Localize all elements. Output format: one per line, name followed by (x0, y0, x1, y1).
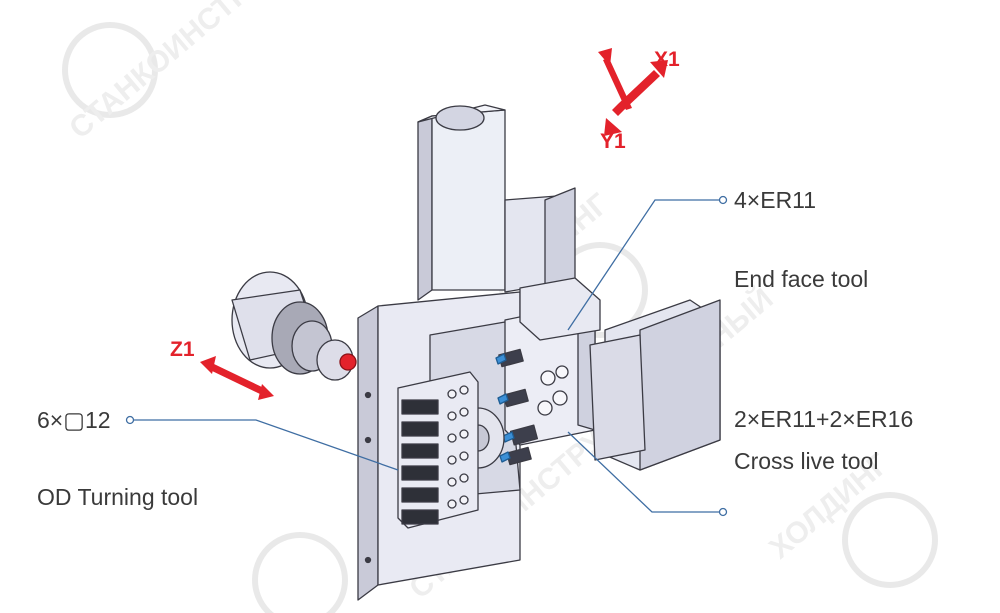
leader-cross-live (567, 431, 720, 513)
upper-column-side (417, 115, 433, 301)
bracket (519, 277, 601, 341)
end-face-tool-label: End face tool (734, 266, 869, 292)
column-bore (435, 105, 485, 131)
x1-y1-axis-arrows (598, 48, 668, 136)
leader-er11 (567, 199, 720, 331)
z1-axis-label: Z1 (170, 338, 195, 361)
er11-count-label: 4×ER11 (734, 187, 817, 213)
cross-count-label: 2×ER11+2×ER16 (734, 406, 914, 432)
cross-live-tool-label: Cross live tool (734, 448, 879, 474)
y1-axis-label: Y1 (600, 130, 626, 153)
od-count-label: 6×▢12 (37, 407, 111, 433)
x1-axis-label: X1 (654, 48, 680, 71)
leader-od-turning (133, 419, 399, 471)
od-turning-tool-label: OD Turning tool (37, 484, 199, 510)
od-tool-holders (401, 385, 469, 525)
z1-axis-arrow (200, 356, 274, 400)
live-tool-block (589, 334, 646, 461)
column-side-face (357, 305, 379, 601)
leader-lines (133, 199, 720, 513)
upper-column-front (431, 109, 506, 291)
